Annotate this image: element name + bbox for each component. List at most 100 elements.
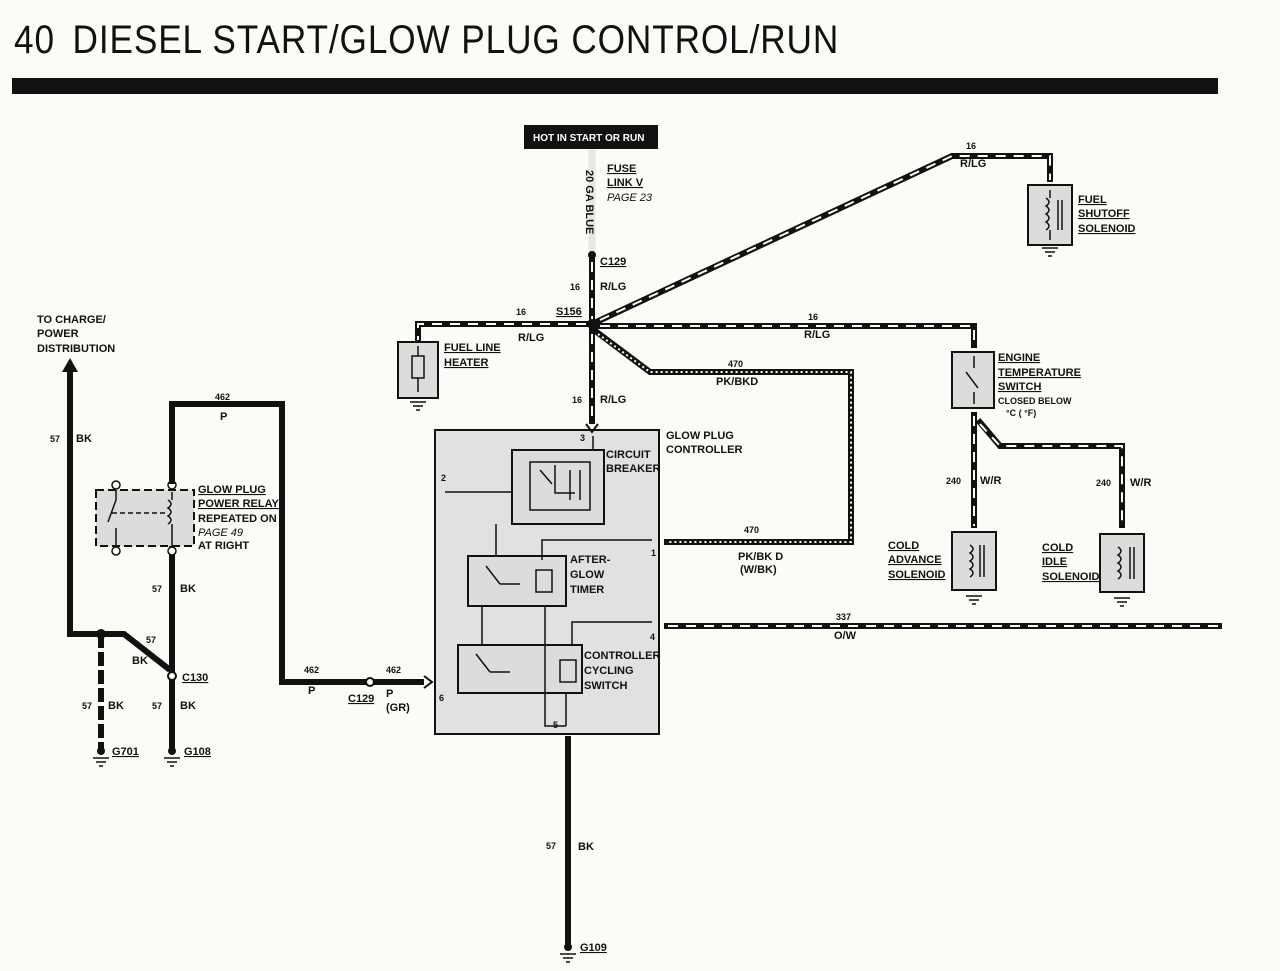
controller-internal-wiring xyxy=(445,436,652,727)
wire-label-16-e: 16 xyxy=(966,141,976,151)
relay-label-3: REPEATED ON xyxy=(198,513,277,525)
ground-icon xyxy=(410,401,426,411)
wire-label-57-e: 57 xyxy=(152,701,162,711)
wire-label-bk-e: BK xyxy=(180,700,196,712)
wire-label-bk-b: BK xyxy=(132,655,148,667)
circuit-breaker-label-1: CIRCUIT xyxy=(606,449,651,461)
pin-1: 1 xyxy=(651,548,656,558)
wire-label-bk-g109: BK xyxy=(578,841,594,853)
wire-label-rlg-a: R/LG xyxy=(600,281,626,293)
wire-label-rlg-b: R/LG xyxy=(600,394,626,406)
heater-label-2: HEATER xyxy=(444,357,488,369)
fuel-shutoff-label-1: FUEL xyxy=(1078,194,1107,206)
ground-icon xyxy=(164,757,180,767)
c129-bottom-connector xyxy=(365,677,375,687)
controller-label-2: CONTROLLER xyxy=(666,444,742,456)
wire-label-rlg-e: R/LG xyxy=(960,158,986,170)
pin-3: 3 xyxy=(580,433,585,443)
wire-label-470-b: 470 xyxy=(744,525,759,535)
c130-label: C130 xyxy=(182,672,208,684)
c129-top-label: C129 xyxy=(600,256,626,268)
cold-advance-label-1: COLD xyxy=(888,540,919,552)
wire-label-57-g109: 57 xyxy=(546,841,556,851)
wire-label-462-a: 462 xyxy=(215,392,230,402)
hot-label-box xyxy=(524,125,658,149)
page-number: 40 xyxy=(14,18,55,62)
wire-label-wr-b: W/R xyxy=(1130,477,1151,489)
relay-label-1: GLOW PLUG xyxy=(198,484,266,496)
temp-switch-label-1: ENGINE xyxy=(998,352,1040,364)
switch-icon xyxy=(965,356,979,404)
wire-label-p-c: P xyxy=(386,688,393,700)
wire-label-57-c: 57 xyxy=(82,701,92,711)
wire-462-p xyxy=(169,401,424,685)
cycling-switch-label-2: CYCLING xyxy=(584,665,634,677)
page-heading: DIESEL START/GLOW PLUG CONTROL/RUN xyxy=(72,18,840,62)
temp-switch-note-1: CLOSED BELOW xyxy=(998,396,1072,406)
temp-switch-label-3: SWITCH xyxy=(998,381,1041,393)
coil-icon xyxy=(968,544,985,578)
wire-240-idle xyxy=(975,418,1125,528)
title-rule xyxy=(12,78,1218,94)
after-glow-timer-box xyxy=(467,555,567,607)
wire-label-bk-a: BK xyxy=(76,433,92,445)
wire-16-to-heater xyxy=(415,321,592,342)
wire-label-240-a: 240 xyxy=(946,476,961,486)
fuel-shutoff-label-3: SOLENOID xyxy=(1078,223,1136,235)
wire-label-pkbkd: PK/BKD xyxy=(716,376,758,388)
to-charge-label-2: POWER xyxy=(37,328,79,340)
ground-icon xyxy=(966,595,982,605)
controller-label-1: GLOW PLUG xyxy=(666,430,734,442)
g108-label: G108 xyxy=(184,746,211,758)
wire-label-470-a: 470 xyxy=(728,359,743,369)
c130-connector xyxy=(167,671,177,681)
wire-label-rlg-c: R/LG xyxy=(518,332,544,344)
wire-label-16-c: 16 xyxy=(516,307,526,317)
coil-icon xyxy=(1044,190,1063,240)
wire-label-pkbk-d: PK/BK D xyxy=(738,551,783,563)
wire-label-462-b: 462 xyxy=(304,665,319,675)
wire-label-rlg-d: R/LG xyxy=(804,329,830,341)
wire-label-p-a: P xyxy=(220,411,227,423)
wire-label-gr: (GR) xyxy=(386,702,410,714)
cold-advance-label-2: ADVANCE xyxy=(888,554,942,566)
wire-label-bk-d: BK xyxy=(180,583,196,595)
fuse-label-1: FUSE xyxy=(607,163,636,175)
wire-label-ow: O/W xyxy=(834,630,857,642)
c129-bottom-label: C129 xyxy=(348,693,374,705)
circuit-breaker-label-2: BREAKER xyxy=(606,463,660,475)
wire-label-462-c: 462 xyxy=(386,665,401,675)
relay-symbol xyxy=(107,490,173,546)
ground-icon xyxy=(1042,247,1058,257)
cold-idle-label-1: COLD xyxy=(1042,542,1073,554)
fuse-label-2: LINK V xyxy=(607,177,644,189)
circuit-breaker-symbol xyxy=(529,461,591,511)
cold-idle-label-3: SOLENOID xyxy=(1042,571,1100,583)
fuse-wire-label: 20 GA BLUE xyxy=(583,170,595,234)
wire-label-57-b: 57 xyxy=(146,635,156,645)
wire-label-wr-a: W/R xyxy=(980,475,1001,487)
engine-temperature-switch xyxy=(951,351,995,409)
relay-page-ref: PAGE 49 xyxy=(198,527,243,539)
cold-idle-solenoid xyxy=(1099,533,1145,593)
fuel-shutoff-label-2: SHUTOFF xyxy=(1078,208,1130,220)
cycling-switch-box xyxy=(457,644,583,694)
wire-label-wbk: (W/BK) xyxy=(740,564,777,576)
hot-label: HOT IN START OR RUN xyxy=(533,133,644,144)
cold-idle-label-2: IDLE xyxy=(1042,556,1067,568)
heater-element-icon xyxy=(411,346,425,392)
cold-advance-label-3: SOLENOID xyxy=(888,569,946,581)
cycling-switch-symbol xyxy=(475,653,577,683)
after-glow-symbol xyxy=(485,565,553,593)
wire-label-16-a: 16 xyxy=(570,282,580,292)
arrow-up-icon xyxy=(62,358,78,372)
cold-advance-solenoid xyxy=(951,531,997,591)
s156-label: S156 xyxy=(556,306,582,318)
wire-label-240-b: 240 xyxy=(1096,478,1111,488)
cycling-switch-label-1: CONTROLLER xyxy=(584,650,660,662)
fuse-page-ref: PAGE 23 xyxy=(607,192,653,204)
temp-switch-note-2: °C ( °F) xyxy=(1006,408,1036,418)
after-glow-label-1: AFTER- xyxy=(570,554,611,566)
pin-4: 4 xyxy=(650,632,655,642)
wire-label-bk-c: BK xyxy=(108,700,124,712)
